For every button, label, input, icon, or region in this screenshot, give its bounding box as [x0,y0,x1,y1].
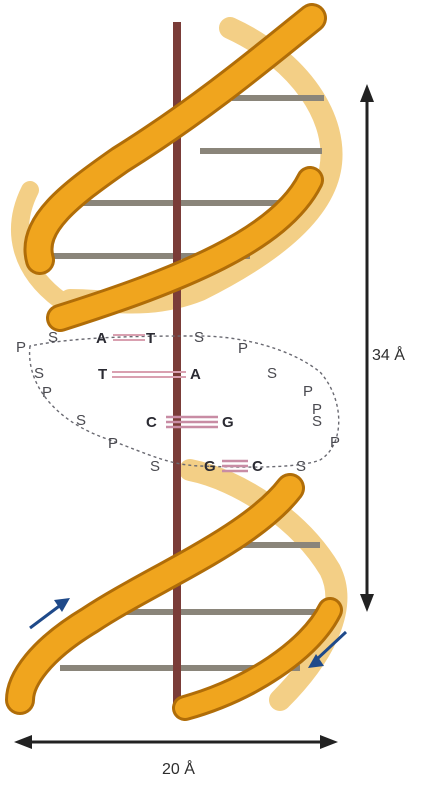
sugar-label: S [312,413,322,430]
phosphate-label: P [238,340,248,357]
pitch-arrow-top [360,84,374,102]
direction-arrow-down-head [308,654,324,668]
base-label: A [96,330,107,347]
sugar-label: S [267,365,277,382]
width-dimension: 20 Å [14,735,338,778]
base-label: C [146,414,157,431]
sugar-label: S [76,412,86,429]
front-ribbon-mid-fill [49,169,321,329]
labels-group: P S A T S P S T A S P P S C G S P P S G … [16,329,340,475]
backbone-dashed-loop [28,335,340,468]
sugar-label: S [150,458,160,475]
width-label: 20 Å [162,759,195,778]
phosphate-label: P [312,401,322,418]
back-ribbon-left-tail [11,181,69,309]
direction-arrows [29,598,348,668]
base-label: T [98,366,107,383]
front-ribbon-bottom-fill [8,476,302,712]
phosphate-label: P [42,384,52,401]
front-ribbon-lower-right-fill [175,600,340,718]
pitch-dimension: 34 Å [360,84,405,612]
pitch-label: 34 Å [372,345,405,364]
helix-axis [173,22,181,712]
bonds-group [112,334,248,473]
phosphate-label: P [303,383,313,400]
base-label: T [146,330,155,347]
front-strand-group [5,3,343,721]
base-label: G [222,414,234,431]
sugar-label: S [48,329,58,346]
sugar-label: S [34,365,44,382]
base-label: C [252,458,263,475]
width-arrow-right [320,735,338,749]
width-arrow-left [14,735,32,749]
phosphate-label: P [16,339,26,356]
sugar-label: S [194,329,204,346]
direction-arrow-up [29,602,63,630]
phosphate-label: P [108,435,118,452]
front-ribbon-top-fill [26,6,324,272]
direction-arrow-down [314,630,348,662]
direction-arrow-up-head [54,598,70,612]
base-label: A [190,366,201,383]
pitch-arrow-bottom [360,594,374,612]
sugar-label: S [296,458,306,475]
base-label: G [204,458,216,475]
phosphate-label: P [330,434,340,451]
